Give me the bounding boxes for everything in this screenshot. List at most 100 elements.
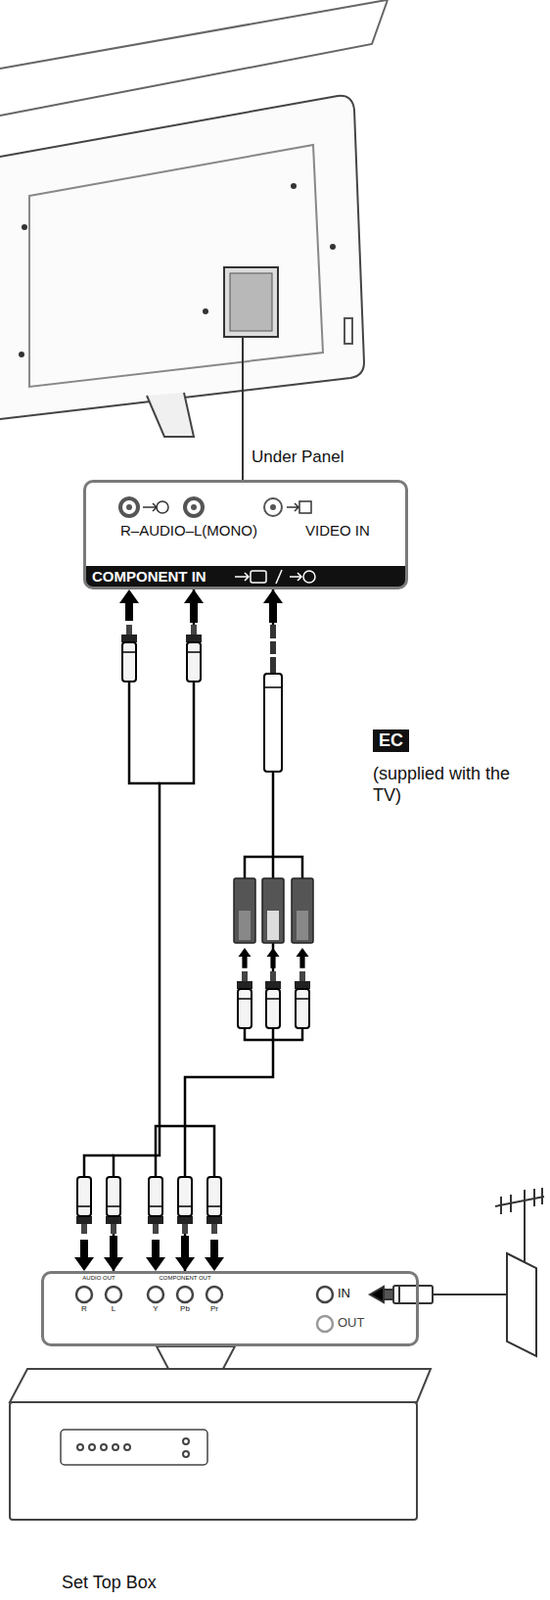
stb-ports (177, 1285, 193, 1302)
component-cable (269, 653, 277, 657)
set-top-box-body (77, 1443, 84, 1450)
panel-heading: Under Panel (251, 447, 345, 467)
antenna (509, 1193, 512, 1212)
tv-illustration (0, 95, 365, 419)
component-cable (236, 970, 253, 1028)
panel-jacks (234, 569, 316, 584)
audio-cable (121, 624, 138, 682)
component-cable (233, 877, 256, 943)
panel-jacks (120, 498, 138, 516)
antenna (393, 1284, 433, 1303)
component-cable (262, 877, 284, 943)
jack-label: VIDEO IN (305, 521, 370, 539)
component-cable (238, 910, 251, 940)
component-cable (206, 1176, 223, 1234)
antenna (495, 1195, 545, 1206)
component-cable (270, 624, 276, 676)
tv-illustration (0, 0, 387, 69)
set-top-box-body (60, 1428, 208, 1465)
port-label: OUT (337, 1315, 365, 1330)
audio-cable (105, 1176, 122, 1234)
component-cable (244, 1027, 303, 1040)
panel-jacks (190, 504, 197, 510)
component-cable (244, 856, 303, 878)
device-heading: Set Top Box (61, 1571, 157, 1593)
tv-illustration (290, 183, 297, 189)
stb-ports (317, 1315, 333, 1331)
set-top-box-body (9, 1401, 417, 1519)
port-label: Pr (210, 1303, 219, 1313)
tv-illustration (29, 144, 323, 387)
panel-jacks (264, 498, 282, 516)
panel-jacks (85, 565, 407, 588)
audio-cable (129, 681, 160, 783)
badge-text: EC (378, 730, 404, 751)
stb-ports (206, 1285, 223, 1302)
tv-illustration (18, 351, 25, 358)
audio-cable (74, 589, 202, 1271)
component-cable (181, 1235, 189, 1257)
cable-connector (184, 589, 274, 1271)
component-cable (267, 910, 279, 940)
set-top-box-body (112, 1443, 119, 1450)
component-cable (145, 1238, 166, 1271)
set-top-box-panel: AUDIO OUTCOMPONENT OUTRLYPbPrINOUTSet To… (41, 1270, 419, 1346)
bar-label: COMPONENT IN (91, 567, 207, 585)
component-cable (267, 947, 280, 968)
tv-illustration (202, 308, 209, 315)
port-label: IN (337, 1285, 351, 1301)
note-label: (supplied with the TV) (372, 763, 520, 806)
tv-illustration (329, 243, 336, 250)
audio-cable (119, 589, 139, 621)
panel-jacks (142, 503, 157, 511)
cable-badge: EC (372, 729, 410, 752)
cable-connector (113, 589, 194, 1271)
tv-illustration (344, 318, 353, 344)
set-top-box-body (100, 1443, 107, 1450)
stb-ports (76, 1285, 333, 1331)
panel-jacks (286, 503, 299, 511)
component-cable (147, 1176, 164, 1234)
antenna (383, 1288, 394, 1299)
panel-jacks (270, 504, 276, 510)
tv-illustration (241, 336, 244, 480)
component-cable (145, 602, 314, 1271)
panel-jacks (303, 570, 316, 583)
antenna (506, 1252, 537, 1356)
antenna (500, 1195, 503, 1214)
port-group-label: COMPONENT OUT (158, 1274, 211, 1282)
tv-illustration (146, 392, 194, 437)
tv-illustration (224, 267, 278, 337)
panel-jacks (275, 569, 282, 584)
component-cable (269, 638, 277, 642)
antenna (398, 1284, 401, 1303)
panel-jacks (126, 504, 133, 510)
component-cable (264, 673, 282, 772)
panel-jacks (85, 498, 407, 588)
component-cable (238, 947, 252, 968)
antenna (432, 1292, 511, 1295)
port-group-label: AUDIO OUT (82, 1274, 115, 1282)
jack-label: R–AUDIO–L(MONO) (120, 521, 258, 539)
component-cable (155, 1125, 215, 1177)
component-cable (296, 910, 309, 940)
antenna (541, 1187, 544, 1204)
tv-illustration (0, 0, 388, 480)
component-cable (294, 970, 311, 1028)
port-label: Y (152, 1303, 158, 1313)
audio-cable (109, 1235, 118, 1257)
set-top-box-body (9, 1345, 431, 1519)
panel-jacks (299, 501, 312, 513)
audio-cable (76, 1176, 92, 1234)
component-cable (265, 970, 281, 1028)
component-cable (269, 602, 277, 623)
audio-cable (84, 1154, 114, 1177)
set-top-box-body (89, 1443, 95, 1450)
tv-illustration (229, 273, 273, 331)
port-label: Pb (180, 1303, 190, 1313)
set-top-box-body (183, 1450, 189, 1457)
port-label: R (81, 1303, 88, 1313)
stb-ports (76, 1285, 92, 1302)
